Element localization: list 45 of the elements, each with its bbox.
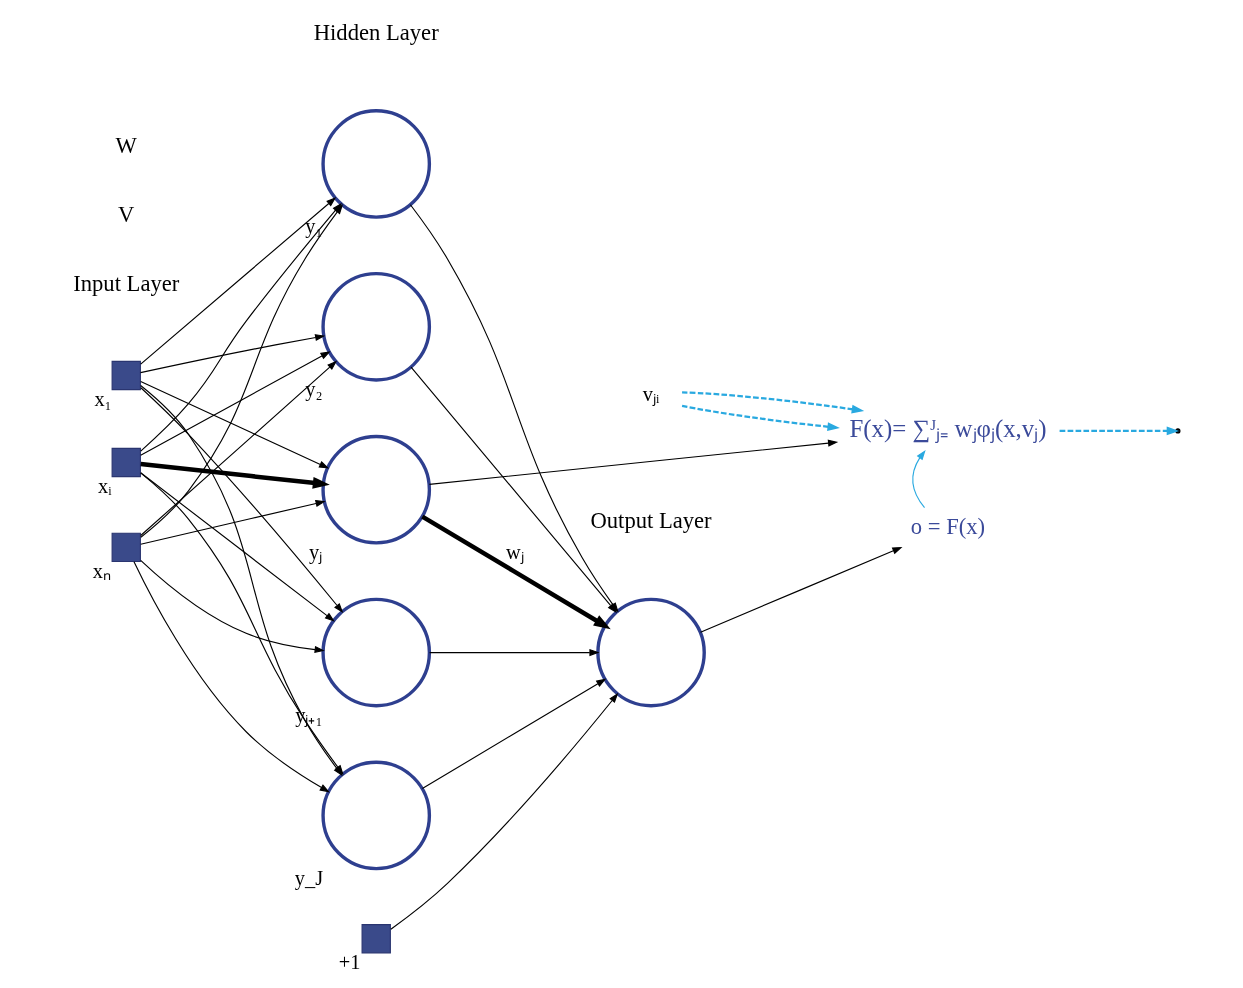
arrow (428, 648, 600, 656)
node-text: vⱼᵢ (642, 382, 659, 405)
arrow (421, 678, 606, 789)
node-label: xᵢ (97, 474, 112, 497)
arrow (1059, 426, 1179, 435)
arrow (911, 449, 926, 508)
node-label: +1 (338, 950, 360, 973)
label: Hidden Layer (313, 19, 439, 45)
label: V (117, 201, 134, 227)
arrow (139, 559, 325, 653)
arrow (139, 386, 343, 613)
arrow (132, 560, 330, 792)
arrow (681, 390, 864, 413)
arrow (389, 692, 618, 930)
label: Input Layer (72, 270, 179, 296)
node-box (111, 360, 141, 390)
arrow (139, 196, 336, 365)
node-text: o = F(x) (910, 513, 985, 539)
arrow (420, 514, 611, 629)
node-label: y₁ (304, 214, 323, 237)
node-box (111, 532, 141, 562)
node-circle (320, 108, 431, 219)
node-box (111, 447, 141, 477)
arrow (139, 499, 326, 545)
arrow (681, 404, 840, 431)
arrow (139, 350, 331, 456)
node-circle (320, 434, 431, 545)
arrow (428, 439, 838, 485)
node-label: xₙ (92, 559, 111, 582)
arrow (139, 380, 329, 468)
arrow (699, 546, 902, 633)
arrow (139, 461, 330, 489)
arrow (139, 333, 325, 373)
label: W (115, 132, 137, 158)
node-label: yⱼ (308, 540, 322, 563)
node-circle (320, 597, 431, 707)
node-label: y₂ (304, 377, 323, 400)
node-box (361, 923, 391, 953)
node-label: x₁ (93, 387, 112, 410)
node-label: y_J (294, 866, 323, 889)
edge-label: wⱼ (505, 540, 524, 563)
arrow (139, 471, 335, 622)
arrow (139, 360, 337, 536)
node-text: F(x)= ∑ᴶⱼ₌ wⱼφⱼ(x,vⱼ) (848, 414, 1047, 442)
label: Output Layer (589, 507, 712, 533)
